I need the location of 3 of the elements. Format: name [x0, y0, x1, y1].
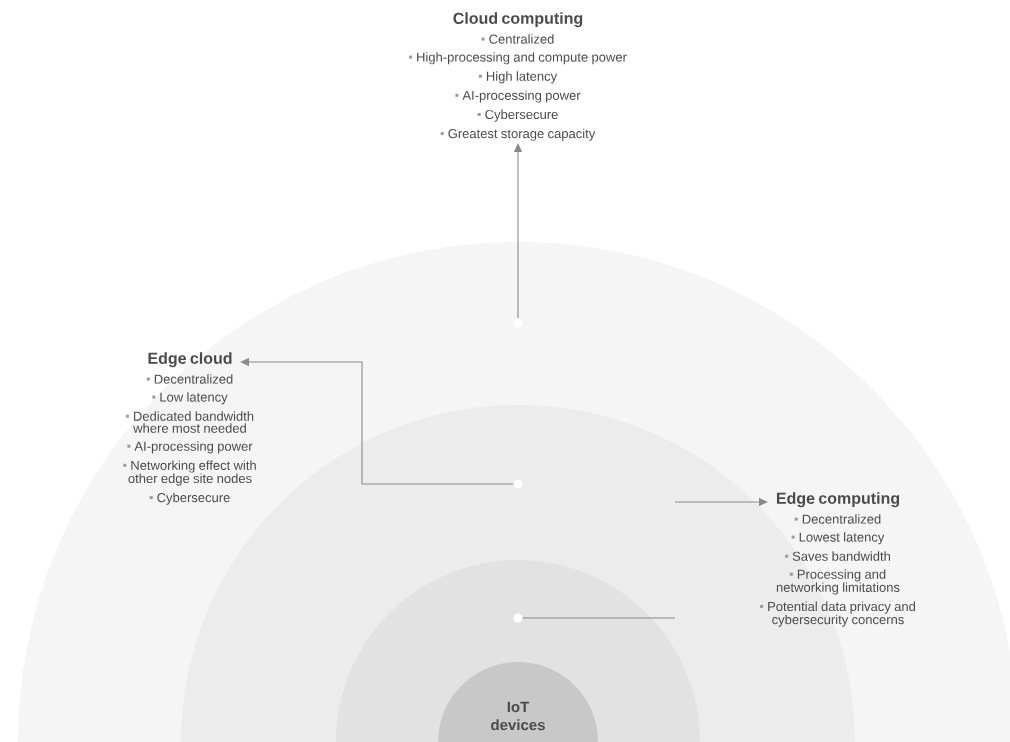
text-block: Cloud computing Centralized High-processing and compute power High latency AI-processing power Cybersecure Greatest storage capacity: [409, 12, 627, 141]
text-block: Edge computing Decentralized Lowest latency Saves bandwidth Processing and networking limitations Potential data privacy and cybersecurity concerns: [760, 492, 915, 627]
text-block: Edge cloud Decentralized Low latency Dedicated bandwidth where most needed AI-processing power Networking effect with other edge site nodes Cybersecure: [123, 352, 256, 505]
